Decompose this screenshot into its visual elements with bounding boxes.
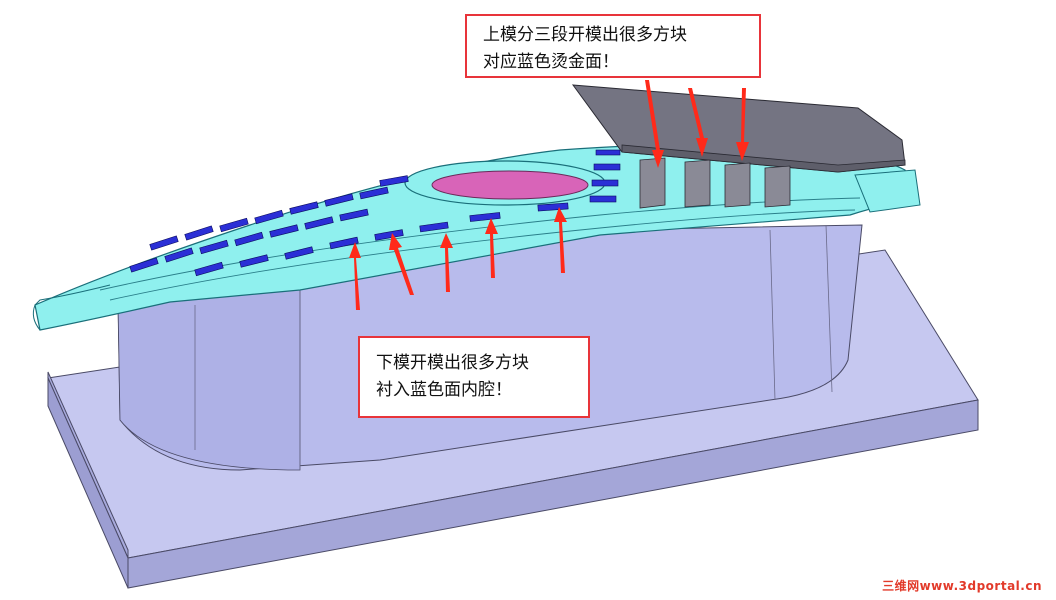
callout-upper-mold: 上模分三段开模出很多方块 对应蓝色烫金面！ (465, 14, 761, 78)
arrow-upper-3 (736, 88, 749, 161)
callout-upper-line2: 对应蓝色烫金面！ (483, 52, 619, 72)
arrow-upper-2 (688, 88, 708, 157)
arrow-upper-1 (645, 80, 664, 168)
callout-lower-mold: 下模开模出很多方块 衬入蓝色面内腔！ (358, 336, 590, 418)
blue-blocks (129, 149, 621, 277)
callout-lower-line1: 下模开模出很多方块 (376, 353, 529, 373)
callout-lower-line2: 衬入蓝色面内腔！ (376, 380, 512, 400)
callout-upper-line1: 上模分三段开模出很多方块 (483, 25, 687, 45)
arrow-lower-4 (485, 218, 498, 278)
watermark: 三维网www.3dportal.cn (882, 579, 1042, 593)
red-arrows (349, 80, 749, 310)
arrow-lower-2 (389, 233, 414, 295)
arrow-lower-5 (554, 207, 567, 273)
arrow-lower-3 (440, 233, 453, 292)
arrow-lower-1 (349, 242, 361, 310)
